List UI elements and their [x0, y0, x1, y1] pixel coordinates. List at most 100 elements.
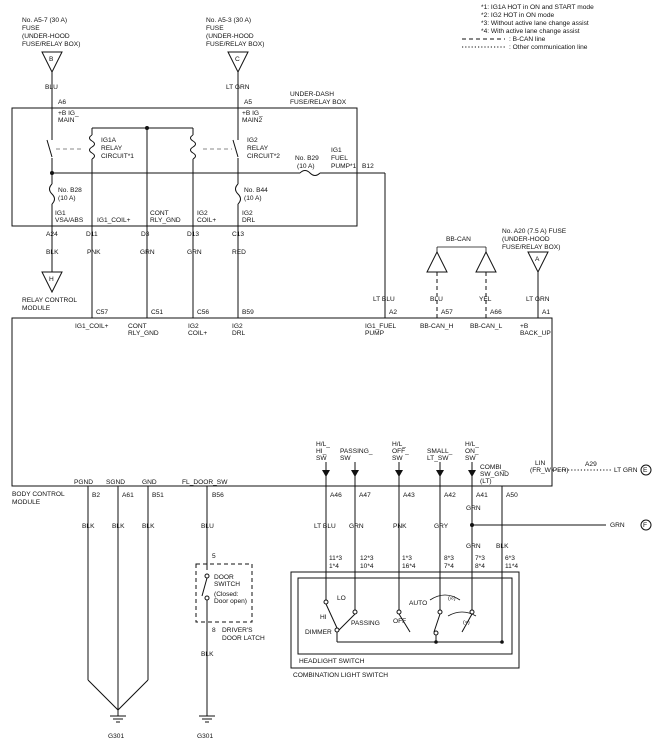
pin-b12: B12 [362, 163, 374, 170]
svg-text:PUMP*1: PUMP*1 [331, 163, 357, 170]
svg-text:DRL: DRL [242, 217, 256, 224]
note-4: *4: With active lane change assist [481, 28, 580, 35]
ground-g301-1: G301 [108, 733, 124, 740]
headlight-switch-label: HEADLIGHT SWITCH [299, 658, 365, 665]
fuse-b44-label: No. B44 [244, 187, 268, 194]
notes-block: *1: IG1A HOT in ON and START mode *2: IG… [462, 4, 594, 51]
svg-text:AUTO: AUTO [409, 600, 427, 607]
fuse-b29-label: No. B29 [295, 155, 319, 162]
svg-text:BACK_UP: BACK_UP [520, 330, 551, 337]
svg-text:BB-CAN_L: BB-CAN_L [470, 323, 503, 330]
connector-e-label: E [643, 467, 648, 474]
svg-text:Door open): Door open) [214, 598, 247, 605]
svg-text:IG2: IG2 [247, 137, 258, 144]
svg-text:COIL+: COIL+ [188, 330, 207, 337]
svg-text:PUMP: PUMP [365, 330, 385, 337]
ground-symbol-g301-2 [199, 712, 215, 723]
svg-text:A43: A43 [403, 492, 415, 499]
svg-text:IG2: IG2 [232, 323, 243, 330]
svg-text:16*4: 16*4 [402, 563, 416, 570]
svg-text:GRN: GRN [349, 523, 364, 530]
svg-text:RLY_GND: RLY_GND [150, 217, 181, 224]
connector-e [640, 464, 652, 476]
svg-text:BLK: BLK [82, 523, 95, 530]
svg-text:CIRCUIT*2: CIRCUIT*2 [247, 153, 280, 160]
svg-text:A1: A1 [542, 309, 550, 316]
svg-text:BLU: BLU [201, 523, 214, 530]
combination-light-switch-box [290, 571, 520, 669]
svg-text:(UNDER-HOOD: (UNDER-HOOD [206, 33, 254, 40]
svg-text:7*4: 7*4 [444, 563, 454, 570]
note-3: *3: Without active lane change assist [481, 20, 589, 27]
svg-text:BB-CAN_H: BB-CAN_H [420, 323, 454, 330]
svg-text:No. A5-7 (30 A): No. A5-7 (30 A) [22, 17, 67, 24]
svg-text:DRL: DRL [232, 330, 246, 337]
relay-control-module-2: MODULE [22, 305, 51, 312]
svg-text:BLK: BLK [201, 651, 214, 658]
note-2: *2: IG2 HOT in ON mode [481, 12, 555, 19]
svg-text:GRN: GRN [610, 522, 625, 529]
svg-text:SW: SW [340, 455, 351, 462]
svg-text:COMBI_: COMBI_ [480, 464, 506, 471]
svg-text:IG2: IG2 [242, 210, 253, 217]
pin-a5: A5 [244, 99, 252, 106]
svg-text:PASSING: PASSING [351, 620, 380, 627]
svg-text:6*3: 6*3 [505, 555, 515, 562]
svg-text:LT BLU: LT BLU [373, 296, 395, 303]
svg-text:RED: RED [232, 249, 246, 256]
svg-text:IG1_COIL+: IG1_COIL+ [97, 217, 131, 224]
svg-text:BLK: BLK [46, 249, 59, 256]
svg-text:SW: SW [392, 455, 403, 462]
bcm-input-arrows [322, 462, 476, 486]
connector-h-triangle [41, 271, 63, 294]
pin-a29: A29 [585, 461, 597, 468]
pin-a6: A6 [58, 99, 66, 106]
svg-text:LO: LO [337, 595, 346, 602]
svg-text:B2: B2 [92, 492, 100, 499]
combination-light-switch-label: COMBINATION LIGHT SWITCH [293, 672, 388, 679]
svg-text:RLY_GND: RLY_GND [128, 330, 159, 337]
svg-text:CONT: CONT [150, 210, 169, 217]
svg-text:GRY: GRY [434, 523, 449, 530]
svg-text:8*3: 8*3 [444, 555, 454, 562]
svg-text:RELAY: RELAY [101, 145, 123, 152]
svg-text:IG2: IG2 [197, 210, 208, 217]
svg-text:GRN: GRN [466, 505, 481, 512]
svg-text:11*4: 11*4 [505, 563, 518, 570]
pin-d3: D3 [141, 231, 150, 238]
relay-control-module-1: RELAY CONTROL [22, 297, 77, 304]
svg-text:DOOR: DOOR [214, 574, 234, 581]
svg-text:BLU: BLU [430, 296, 443, 303]
door-switch-box [195, 563, 253, 623]
connector-f-label: F [643, 522, 647, 529]
bcm-label-2: MODULE [12, 499, 41, 506]
fuse-a5-3-label: No. A5-3 (30 A) FUSE (UNDER-HOOD FUSE/RE… [206, 17, 264, 48]
ground-symbol-g301-1 [110, 715, 126, 723]
svg-text:FUSE/RELAY BOX): FUSE/RELAY BOX) [22, 41, 80, 48]
svg-text:C51: C51 [151, 309, 163, 316]
svg-text:GND: GND [142, 479, 157, 486]
svg-text:DOOR LATCH: DOOR LATCH [222, 635, 265, 642]
svg-text:IG1_FUEL: IG1_FUEL [365, 323, 396, 330]
svg-text:B59: B59 [242, 309, 254, 316]
svg-text:CIRCUIT*1: CIRCUIT*1 [101, 153, 134, 160]
svg-text:IG1_COIL+: IG1_COIL+ [75, 323, 109, 330]
svg-text:(UNDER-HOOD: (UNDER-HOOD [22, 33, 70, 40]
svg-text:SGND: SGND [106, 479, 125, 486]
svg-text:COIL+: COIL+ [197, 217, 216, 224]
svg-text:B51: B51 [152, 492, 164, 499]
fuse-a5-7-label: No. A5-7 (30 A) FUSE (UNDER-HOOD FUSE/RE… [22, 17, 80, 48]
svg-text:SWITCH: SWITCH [214, 581, 240, 588]
svg-text:5: 5 [212, 553, 216, 560]
legend-other: : Other communication line [509, 44, 588, 51]
svg-text:SMALL_: SMALL_ [427, 448, 453, 455]
svg-text:LT BLU: LT BLU [314, 523, 336, 530]
fuse-b28-label: No. B28 [58, 187, 82, 194]
svg-text:FL_DOOR_SW: FL_DOOR_SW [182, 479, 228, 486]
svg-text:11*3: 11*3 [329, 555, 342, 562]
svg-text:FUSE/RELAY BOX): FUSE/RELAY BOX) [502, 244, 560, 251]
connector-f [640, 519, 652, 531]
svg-text:H/L_: H/L_ [465, 441, 479, 448]
svg-text:OFF_: OFF_ [392, 448, 409, 455]
